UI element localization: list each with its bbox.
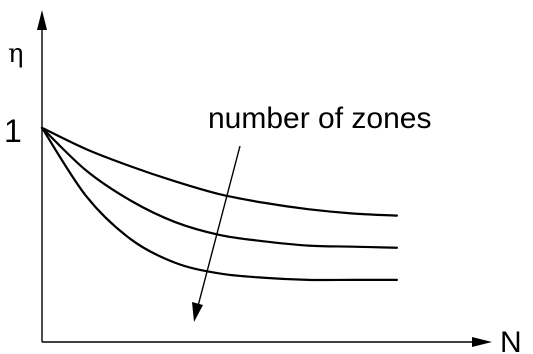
annotation-arrow-head	[192, 302, 203, 322]
series-line-2	[40, 126, 399, 249]
series-group	[40, 126, 399, 282]
y-tick-label: 1	[4, 113, 22, 149]
series-line-3	[40, 126, 399, 282]
y-axis-arrow	[37, 10, 47, 30]
y-axis-label: η	[8, 39, 24, 69]
annotation-label: number of zones	[208, 102, 431, 135]
annotation-arrow	[197, 145, 241, 307]
x-axis-arrow	[472, 337, 492, 347]
x-axis-label: N	[500, 326, 522, 354]
series-line-1	[40, 126, 399, 217]
